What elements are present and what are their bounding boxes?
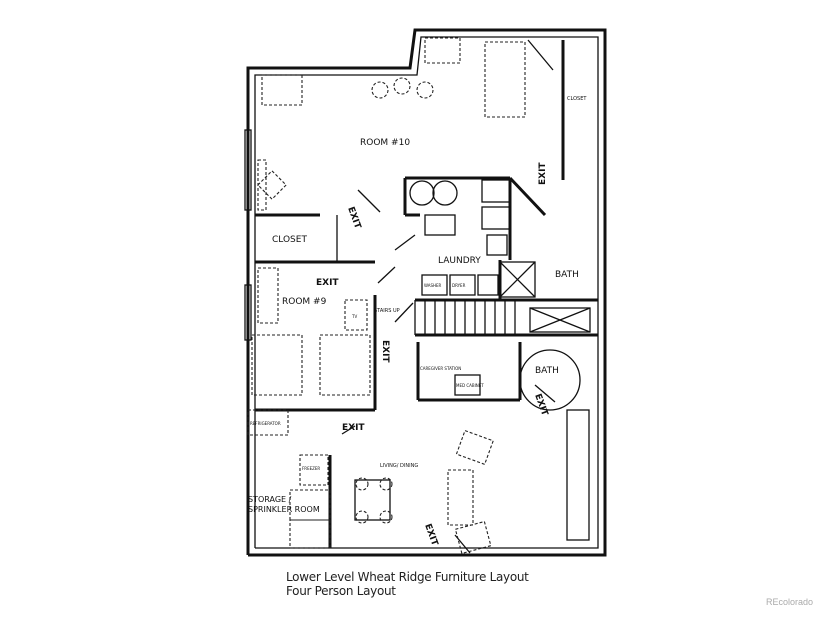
plan-title: Lower Level Wheat Ridge Furniture Layout bbox=[286, 570, 529, 584]
furniture bbox=[247, 37, 590, 555]
exit-label: EXIT bbox=[538, 162, 548, 185]
label-refrigerator: REFRIGERATOR bbox=[250, 421, 281, 426]
label-washer: WASHER bbox=[424, 283, 442, 288]
label-closet-top: CLOSET bbox=[567, 96, 587, 102]
label-storage: STORAGE / bbox=[248, 495, 292, 504]
label-room-9: ROOM #9 bbox=[282, 297, 327, 307]
label-stairs-up: STAIRS UP bbox=[374, 308, 400, 314]
label-bath-lower: BATH bbox=[535, 366, 559, 376]
room-labels: ROOM #10 CLOSET CLOSET ROOM #9 LAUNDRY B… bbox=[248, 96, 587, 514]
label-dryer: DRYER bbox=[452, 283, 466, 288]
exit-label: EXIT bbox=[422, 523, 439, 548]
exit-label: EXIT bbox=[380, 340, 390, 363]
label-closet: CLOSET bbox=[272, 235, 307, 245]
label-caregiver-station: CAREGIVER STATION bbox=[420, 366, 461, 371]
label-sprinkler-room: SPRINKLER ROOM bbox=[248, 505, 320, 514]
exit-labels: EXIT EXIT EXIT EXIT EXIT EXIT EXIT bbox=[316, 162, 550, 548]
exit-label: EXIT bbox=[342, 423, 365, 433]
label-bath-upper: BATH bbox=[555, 270, 579, 280]
interior-walls bbox=[255, 40, 598, 548]
watermark: REcolorado bbox=[765, 597, 813, 607]
label-laundry: LAUNDRY bbox=[438, 256, 481, 266]
label-med-cabinet: MED CABINET bbox=[456, 383, 484, 388]
stairs bbox=[424, 300, 516, 335]
label-room-10: ROOM #10 bbox=[360, 138, 410, 148]
label-freezer: FREEZER bbox=[302, 466, 320, 471]
label-living-dining: LIVING/ DINING bbox=[380, 463, 418, 469]
exit-label: EXIT bbox=[316, 278, 339, 288]
label-tv: TV bbox=[351, 314, 357, 319]
plan-subtitle: Four Person Layout bbox=[286, 584, 396, 598]
exterior-walls bbox=[244, 28, 607, 557]
exit-label: EXIT bbox=[345, 206, 362, 231]
